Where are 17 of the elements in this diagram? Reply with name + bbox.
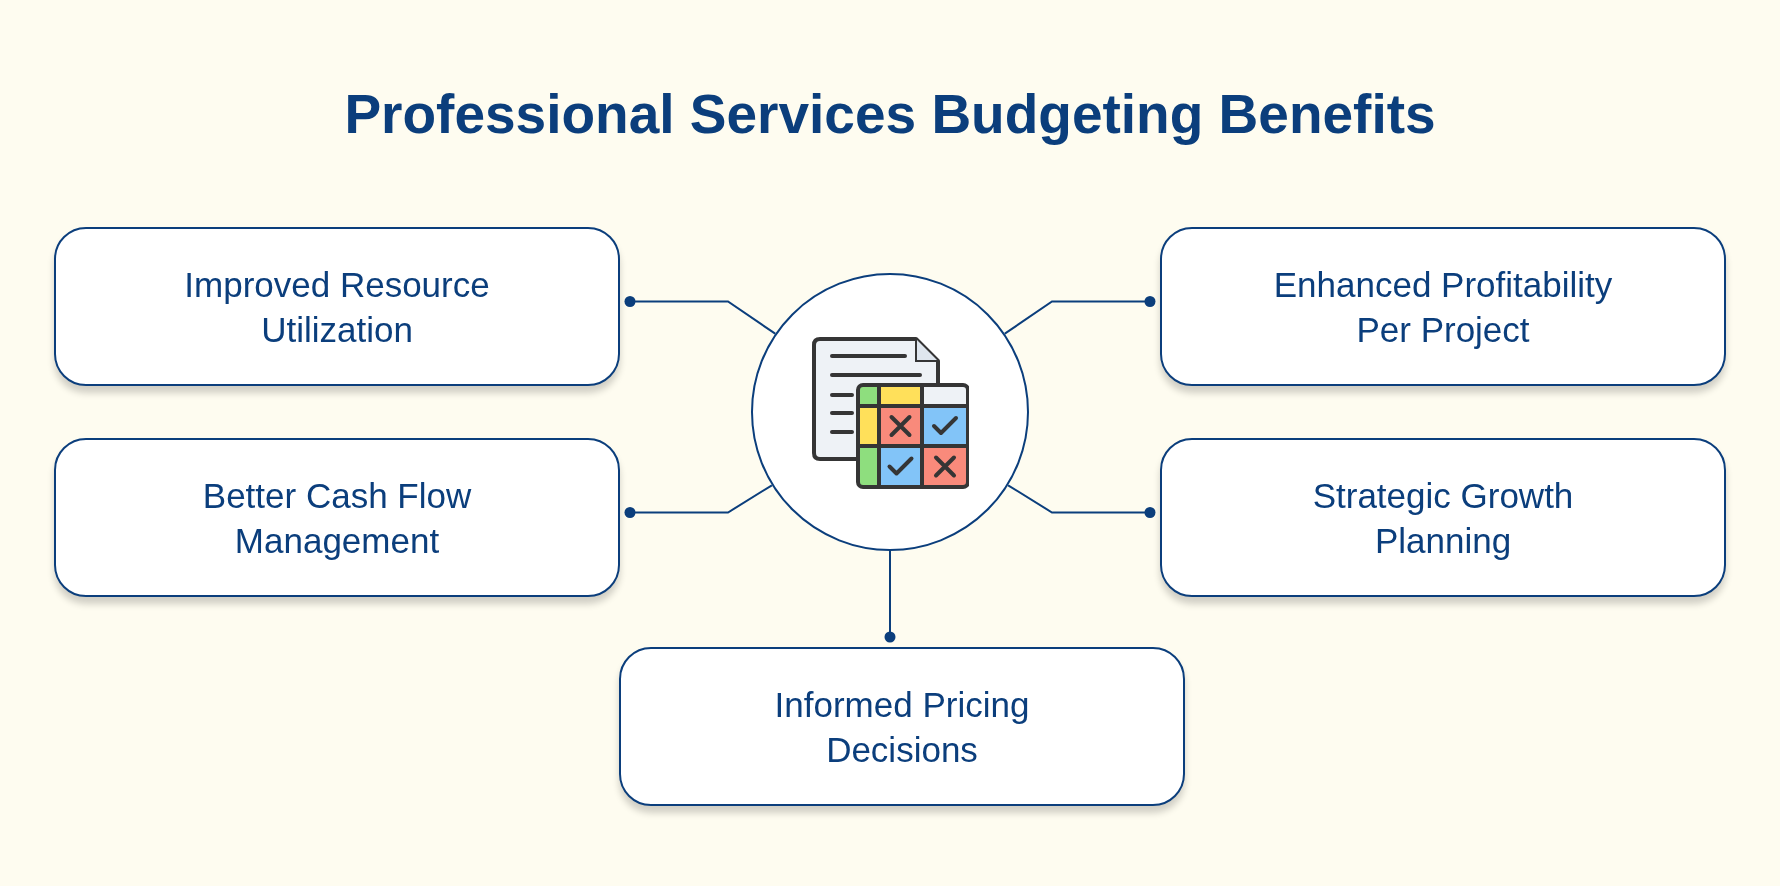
connector-line <box>1007 484 1156 518</box>
connector-line <box>1003 296 1156 335</box>
center-circle <box>751 273 1029 551</box>
rounded-box <box>1160 227 1726 386</box>
connector-line <box>624 296 777 335</box>
rounded-box <box>54 227 620 386</box>
benefit-label: Improved Resource Utilization <box>183 263 491 351</box>
benefit-label: Better Cash Flow Management <box>201 474 473 562</box>
rounded-box <box>619 647 1185 806</box>
benefit-label: Strategic Growth Planning <box>1311 474 1575 562</box>
benefit-label: Informed Pricing Decisions <box>773 683 1031 771</box>
connector-line <box>884 550 896 643</box>
title: Professional Services Budgeting Benefits <box>344 83 1436 145</box>
rounded-box <box>1160 438 1726 597</box>
rounded-box <box>54 438 620 597</box>
benefit-label: Enhanced Profitability Per Project <box>1272 263 1614 351</box>
connector-line <box>624 484 773 518</box>
